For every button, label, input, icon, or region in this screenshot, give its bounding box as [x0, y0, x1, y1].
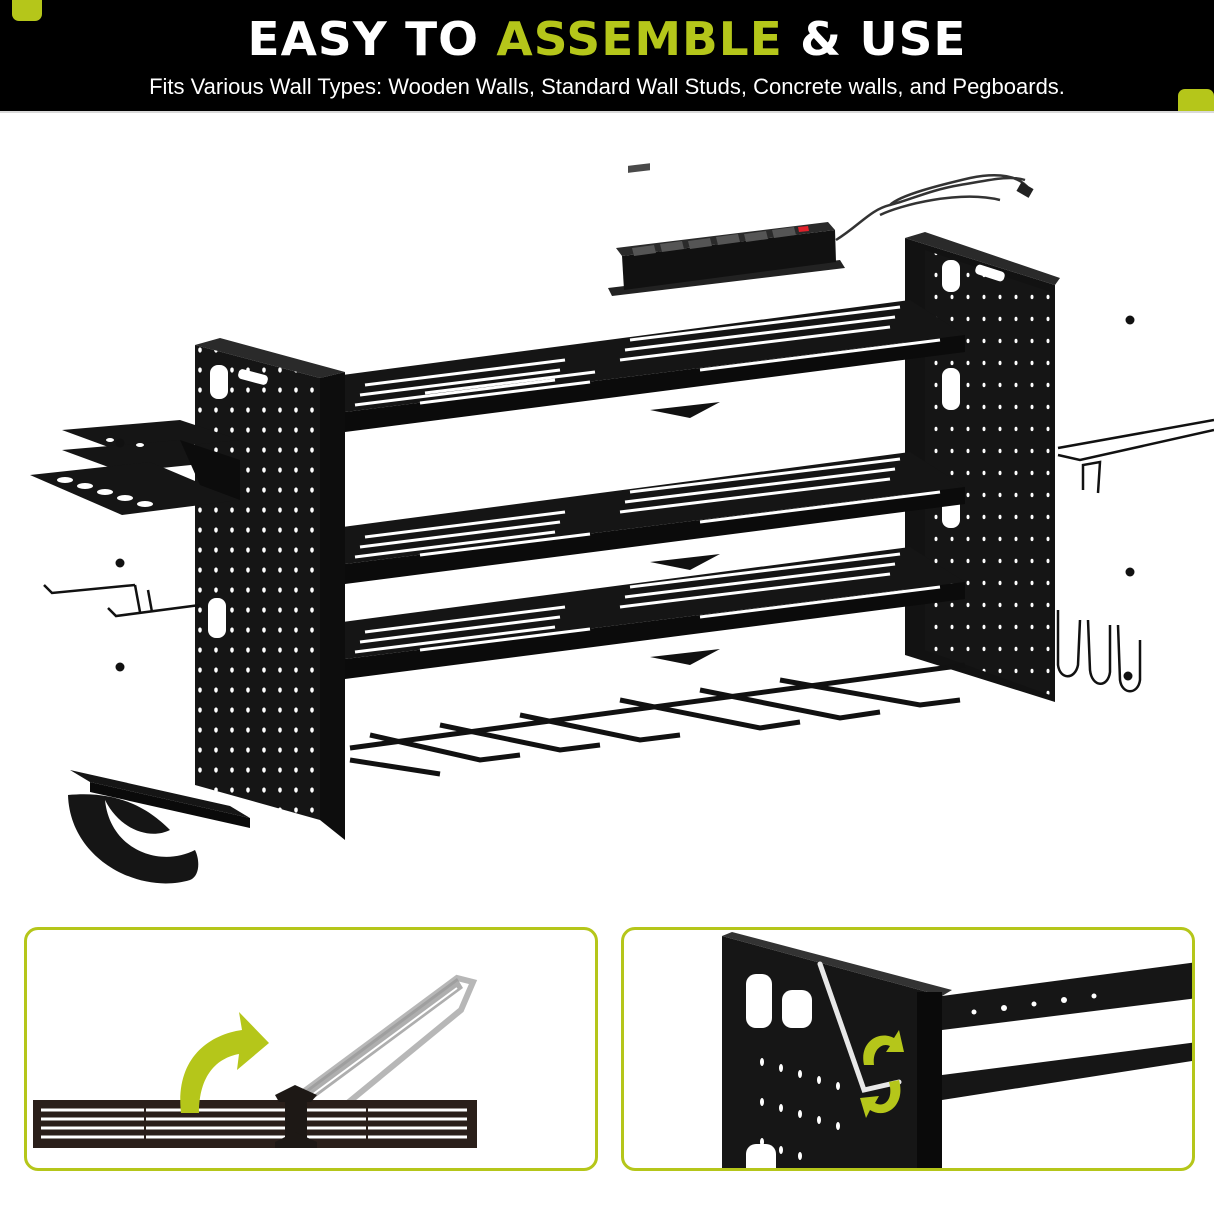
page-title: EASY TO ASSEMBLE & USE — [0, 10, 1214, 68]
subtitle: Fits Various Wall Types: Wooden Walls, S… — [149, 74, 1065, 99]
shelf-lower-icon — [320, 547, 965, 679]
detail-panel-fold-shelf — [24, 927, 598, 1171]
screwdriver-holder-icon — [30, 420, 240, 515]
banner-divider — [0, 111, 1214, 113]
shelf-middle-icon — [320, 452, 965, 584]
title-highlight: ASSEMBLE — [496, 12, 783, 66]
rotate-arrow-icon — [860, 1030, 904, 1118]
hose-hanger-icon — [68, 770, 250, 884]
left-side-panel-icon — [195, 338, 345, 840]
shelf-rail-icon — [941, 962, 1192, 1100]
j-hooks-icon — [1056, 610, 1142, 693]
flat-shelf-icon — [33, 1085, 477, 1148]
shelf-top-icon — [320, 300, 965, 432]
allen-key-icon — [817, 961, 902, 1093]
header-banner: EASY TO ASSEMBLE & USE Fits Various Wall… — [0, 0, 1214, 113]
title-text-part2: & USE — [782, 12, 967, 66]
long-hook-icon — [1057, 418, 1214, 494]
accent-tab-top-left — [12, 0, 42, 21]
double-hook-icon — [43, 583, 201, 618]
detail-panel-tighten-screw — [621, 927, 1195, 1171]
main-illustration — [0, 113, 1214, 913]
accent-tab-bottom-right — [1178, 89, 1214, 113]
title-text-part1: EASY TO — [247, 12, 497, 66]
side-panel-corner-icon — [722, 932, 952, 1168]
screw-icons — [115, 315, 1135, 681]
rotate-up-arrow-icon — [180, 1012, 269, 1113]
power-strip-icon — [608, 163, 1034, 296]
drill-holder-rail-icon — [349, 662, 966, 777]
folded-shelf-ghost-icon — [289, 974, 478, 1124]
